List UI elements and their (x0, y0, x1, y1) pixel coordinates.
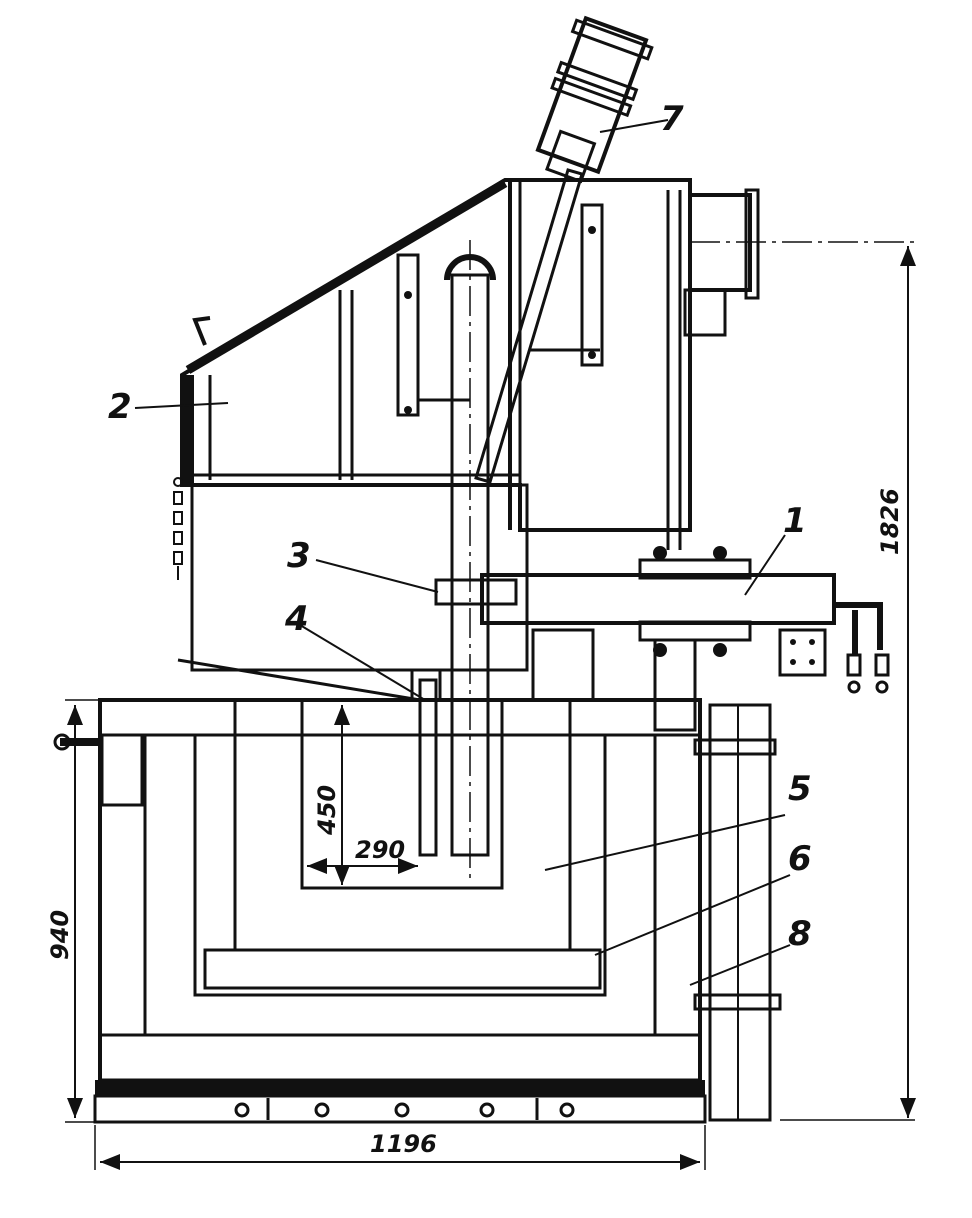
hood (173, 178, 760, 702)
dim-crucible-depth: 450 (313, 785, 341, 836)
label-4: 4 (284, 599, 309, 639)
label-2: 2 (108, 387, 132, 427)
label-1: 1 (783, 501, 807, 541)
label-7: 7 (660, 99, 684, 139)
label-7-8: 8 (788, 914, 812, 954)
electrode-holder (410, 668, 442, 857)
dim-total-height: 1826 (876, 488, 904, 555)
arm-bracket (434, 546, 890, 702)
inclined-rod (474, 15, 654, 484)
dim-bath-height: 940 (46, 910, 74, 960)
label-6: 6 (788, 839, 812, 879)
dim-crucible-width: 290 (355, 836, 405, 864)
dim-bath-width: 1196 (370, 1130, 437, 1158)
furnace-bath (53, 698, 707, 1124)
dimension-lines (65, 241, 916, 1170)
label-3: 3 (287, 536, 311, 576)
support-column (653, 638, 782, 1122)
electrode-tube (444, 240, 496, 880)
leader-lines (134, 119, 791, 986)
label-5: 5 (788, 769, 812, 809)
